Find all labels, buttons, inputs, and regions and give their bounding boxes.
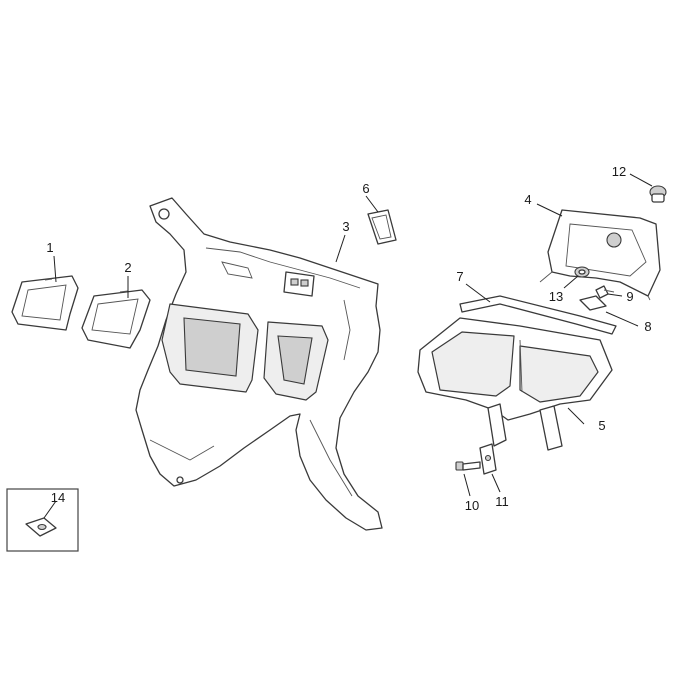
part-3-inner-shield [135,197,383,531]
callout-labels: 1 2 3 4 5 6 7 8 9 10 11 12 13 14 [46,164,651,513]
part-13-bushing [574,266,590,278]
part-10-screw [455,461,481,471]
part-1-vent-grille [11,275,79,331]
part-14-inset [6,488,79,552]
callout-1: 1 [46,240,53,255]
callout-3: 3 [342,219,349,234]
callout-11: 11 [495,494,509,509]
callout-12: 12 [612,164,626,179]
callout-5: 5 [598,418,605,433]
part-12-grommet [649,185,667,203]
callout-14: 14 [51,490,65,505]
part-2-vent-grille [81,289,151,349]
part-5-glovebox [417,317,613,451]
callout-13: 13 [549,289,563,304]
callout-10: 10 [465,498,479,513]
callout-4: 4 [524,192,531,207]
part-8-gasket [579,295,607,311]
callout-6: 6 [362,181,369,196]
callout-7: 7 [456,269,463,284]
part-6-rubber-pad [367,209,397,245]
part-11-bracket [479,443,497,475]
leader-lines [43,173,653,519]
callout-2: 2 [124,260,131,275]
callout-9: 9 [626,289,633,304]
part-7-seal [459,295,617,335]
part-4-cover-panel [539,209,661,301]
callout-8: 8 [644,319,651,334]
part-9-screw [595,285,615,299]
